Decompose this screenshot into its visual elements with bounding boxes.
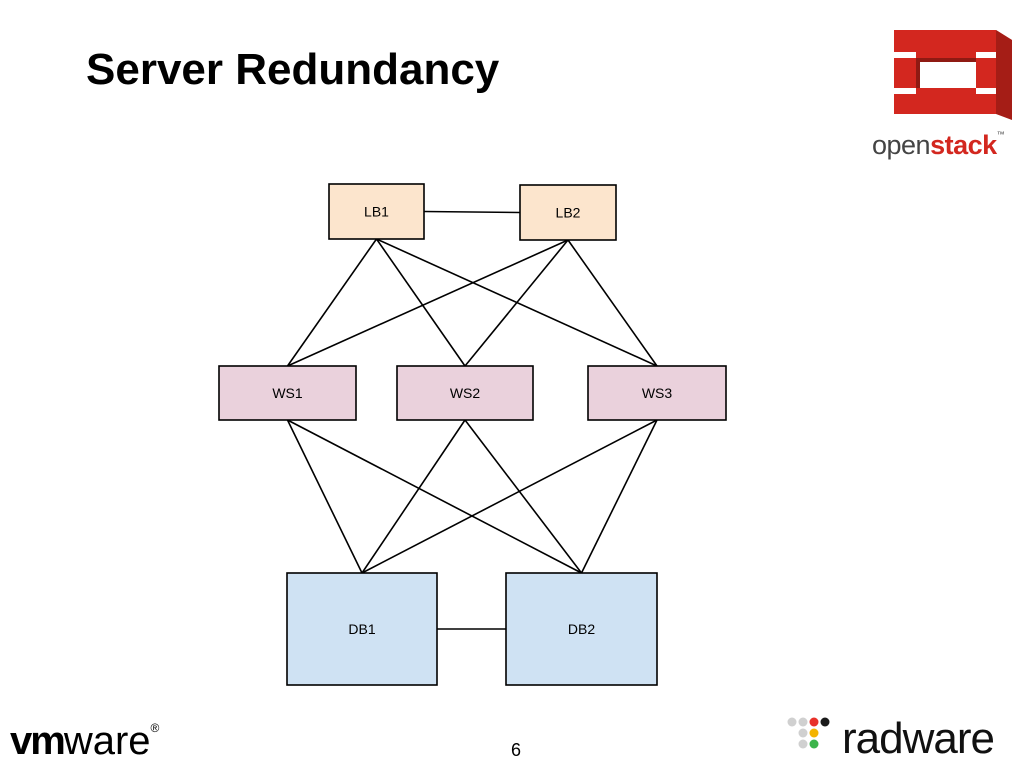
node-box-lb1	[328, 183, 425, 240]
edge-ws3-db1	[361, 419, 658, 574]
edge-ws1-db2	[287, 419, 582, 574]
edge-lb1-ws2	[375, 238, 466, 367]
page-number: 6	[510, 740, 521, 760]
node-ws1: WS1	[218, 365, 357, 421]
openstack-wordmark: openstack™	[872, 130, 1005, 160]
node-db2: DB2	[505, 572, 658, 686]
edge-ws2-db1	[361, 419, 466, 574]
node-box-lb2	[519, 184, 617, 241]
node-db1: DB1	[286, 572, 438, 686]
vmware-logo: vmware®	[10, 719, 160, 763]
radware-dots-icon	[787, 717, 830, 749]
diagram-edges	[286, 210, 658, 630]
edge-ws1-db1	[286, 419, 363, 574]
node-box-ws1	[218, 365, 357, 421]
node-label-db2: DB2	[568, 621, 595, 637]
edge-lb1-ws1	[286, 238, 378, 367]
edge-lb2-ws3	[567, 239, 658, 367]
slide-title: Server Redundancy	[86, 45, 500, 94]
node-lb2: LB2	[519, 184, 617, 241]
openstack-cube-icon	[894, 30, 1012, 120]
node-label-ws1: WS1	[272, 385, 303, 401]
node-box-ws2	[396, 365, 534, 421]
node-box-ws3	[587, 365, 727, 421]
node-ws2: WS2	[396, 365, 534, 421]
edge-lb2-ws1	[287, 239, 569, 367]
node-label-lb2: LB2	[556, 205, 581, 221]
node-ws3: WS3	[587, 365, 727, 421]
edge-lb1-lb2	[423, 210, 521, 214]
openstack-logo: openstack™	[872, 22, 1022, 164]
radware-wordmark: radware	[842, 714, 995, 763]
node-label-db1: DB1	[348, 621, 375, 637]
node-label-ws2: WS2	[450, 385, 481, 401]
edge-lb2-ws2	[464, 239, 569, 367]
node-lb1: LB1	[328, 183, 425, 240]
edge-ws2-db2	[464, 419, 583, 574]
node-box-db1	[286, 572, 438, 686]
node-label-lb1: LB1	[364, 204, 389, 220]
node-box-db2	[505, 572, 658, 686]
node-label-ws3: WS3	[642, 385, 673, 401]
radware-logo: radware	[782, 712, 1022, 766]
edge-ws3-db2	[580, 419, 658, 574]
